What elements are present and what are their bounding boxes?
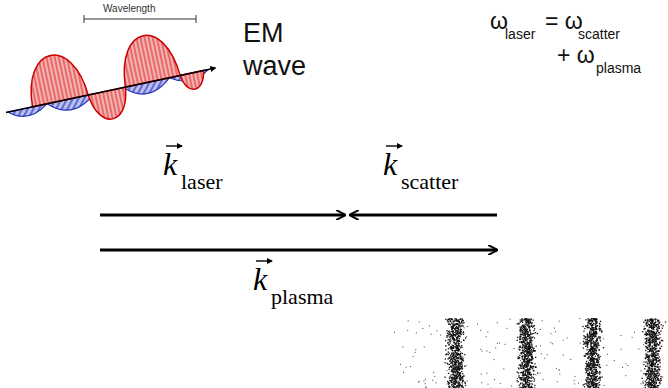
- subscript: plasma: [596, 61, 641, 75]
- density-fringes: [394, 318, 666, 388]
- wavevector-symbol: k: [253, 263, 267, 295]
- subscript: laser: [181, 171, 223, 193]
- omega-symbol: + ω: [557, 44, 595, 67]
- em-wave: [0, 22, 221, 140]
- k-laser-arrow: [100, 214, 345, 217]
- wavevector-symbol: k: [163, 148, 177, 180]
- vector-accent: [166, 146, 402, 261]
- wave-label: wave: [243, 53, 306, 80]
- wavelength-bracket: [84, 15, 196, 23]
- subscript: laser: [505, 27, 535, 41]
- wavelength-label: Wavelength: [103, 4, 155, 14]
- wavevector-symbol: k: [383, 148, 397, 180]
- k-plasma-arrow: [100, 249, 497, 252]
- subscript: scatter: [578, 27, 620, 41]
- em-label: EM: [243, 20, 284, 47]
- k-scatter-arrow: [350, 214, 497, 217]
- omega-symbol: = ω: [545, 10, 583, 33]
- subscript: scatter: [401, 171, 458, 193]
- subscript: plasma: [271, 286, 333, 308]
